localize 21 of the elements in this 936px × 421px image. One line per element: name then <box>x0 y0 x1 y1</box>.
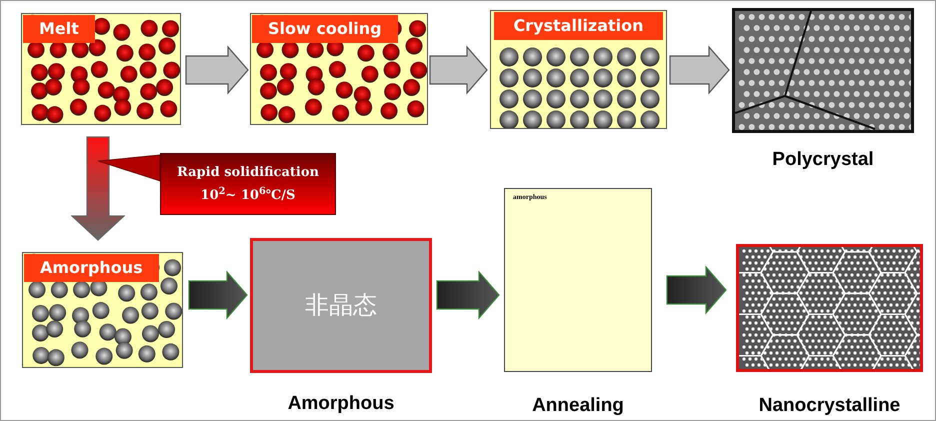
node-label: Polycrystal <box>771 148 875 172</box>
callout-text: 10$^{2}$~ 10$^{6}$℃/S <box>200 186 296 204</box>
block-arrow <box>188 270 248 320</box>
state-label: Melt <box>23 15 95 43</box>
state-label: Crystallization <box>494 12 663 40</box>
state-box <box>250 238 432 373</box>
state-box <box>504 188 652 372</box>
box-text: 非晶态 <box>305 290 377 320</box>
callout-box <box>160 153 336 215</box>
node-label: Nanocrystalline <box>758 394 902 418</box>
block-arrow <box>70 136 126 241</box>
block-arrow <box>429 45 488 95</box>
block-arrow <box>669 45 730 95</box>
node-label: Annealing <box>531 394 625 418</box>
node-label: Amorphous <box>286 392 396 416</box>
state-label: Amorphous <box>24 254 159 282</box>
block-arrow <box>436 270 500 320</box>
state-label: Slow cooling <box>252 15 398 43</box>
callout-text: Rapid solidification <box>177 164 319 182</box>
block-arrow <box>185 45 249 95</box>
block-arrow <box>666 265 727 315</box>
